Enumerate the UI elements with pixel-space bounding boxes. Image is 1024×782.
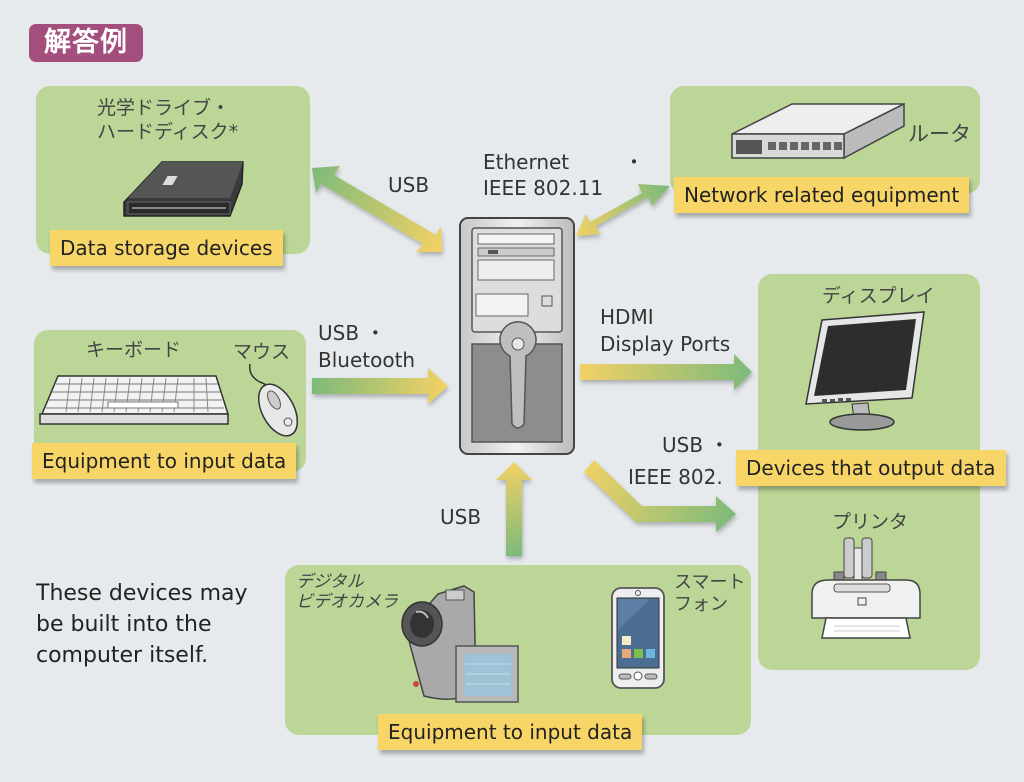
footnote: These devices may be built into the comp… bbox=[36, 578, 248, 671]
display-connection-line1: HDMI bbox=[600, 305, 654, 329]
router-icon bbox=[731, 102, 905, 160]
keyboard-connection-line1: USB ・ bbox=[318, 321, 386, 345]
keyboard-jp: キーボード bbox=[86, 339, 182, 361]
printer-connection-line1: USB ・ bbox=[662, 433, 730, 457]
network-connection-line2: IEEE 802.11 bbox=[483, 176, 604, 200]
camera-connection-label: USB bbox=[440, 505, 482, 529]
phone-jp-line1: スマート bbox=[674, 572, 746, 593]
footnote-line3: computer itself. bbox=[36, 643, 209, 668]
keyboard-label: Equipment to input data bbox=[32, 443, 297, 479]
camera-jp-line1: デジタル bbox=[296, 572, 364, 592]
printer-jp: プリンタ bbox=[832, 511, 909, 533]
printer-icon bbox=[811, 537, 921, 639]
mouse-icon bbox=[248, 363, 299, 437]
storage-jp-line2: ハードディスク* bbox=[97, 121, 239, 143]
network-connection-line1: Ethernet bbox=[483, 150, 570, 174]
display-jp: ディスプレイ bbox=[822, 285, 935, 307]
storage-connection-label: USB bbox=[388, 173, 430, 197]
storage-jp-line1: 光学ドライブ・ bbox=[97, 97, 231, 119]
camera-jp-line2: ビデオカメラ bbox=[296, 592, 398, 612]
printer-connection-line2: IEEE 802. bbox=[628, 465, 723, 489]
phone-jp-line2: フォン bbox=[674, 594, 728, 615]
hard-disk-icon bbox=[123, 161, 244, 217]
footnote-line1: These devices may bbox=[36, 581, 248, 606]
mouse-jp: マウス bbox=[233, 341, 291, 363]
video-camera-icon bbox=[401, 585, 519, 703]
smartphone-icon bbox=[611, 587, 665, 689]
storage-label: Data storage devices bbox=[50, 230, 283, 266]
output-label: Devices that output data bbox=[736, 450, 1006, 486]
network-connection-dot: ・ bbox=[624, 150, 644, 174]
router-jp: ルータ bbox=[908, 122, 971, 146]
keyboard-connection-line2: Bluetooth bbox=[318, 348, 416, 372]
footnote-line2: be built into the bbox=[36, 612, 212, 637]
camera-label: Equipment to input data bbox=[378, 714, 643, 750]
answer-example-badge: 解答例 bbox=[29, 24, 143, 62]
monitor-icon bbox=[805, 311, 925, 431]
display-connection-line2: Display Ports bbox=[600, 332, 731, 356]
desktop-tower-icon bbox=[459, 217, 575, 455]
keyboard-icon bbox=[39, 375, 230, 425]
network-label: Network related equipment bbox=[674, 177, 970, 213]
